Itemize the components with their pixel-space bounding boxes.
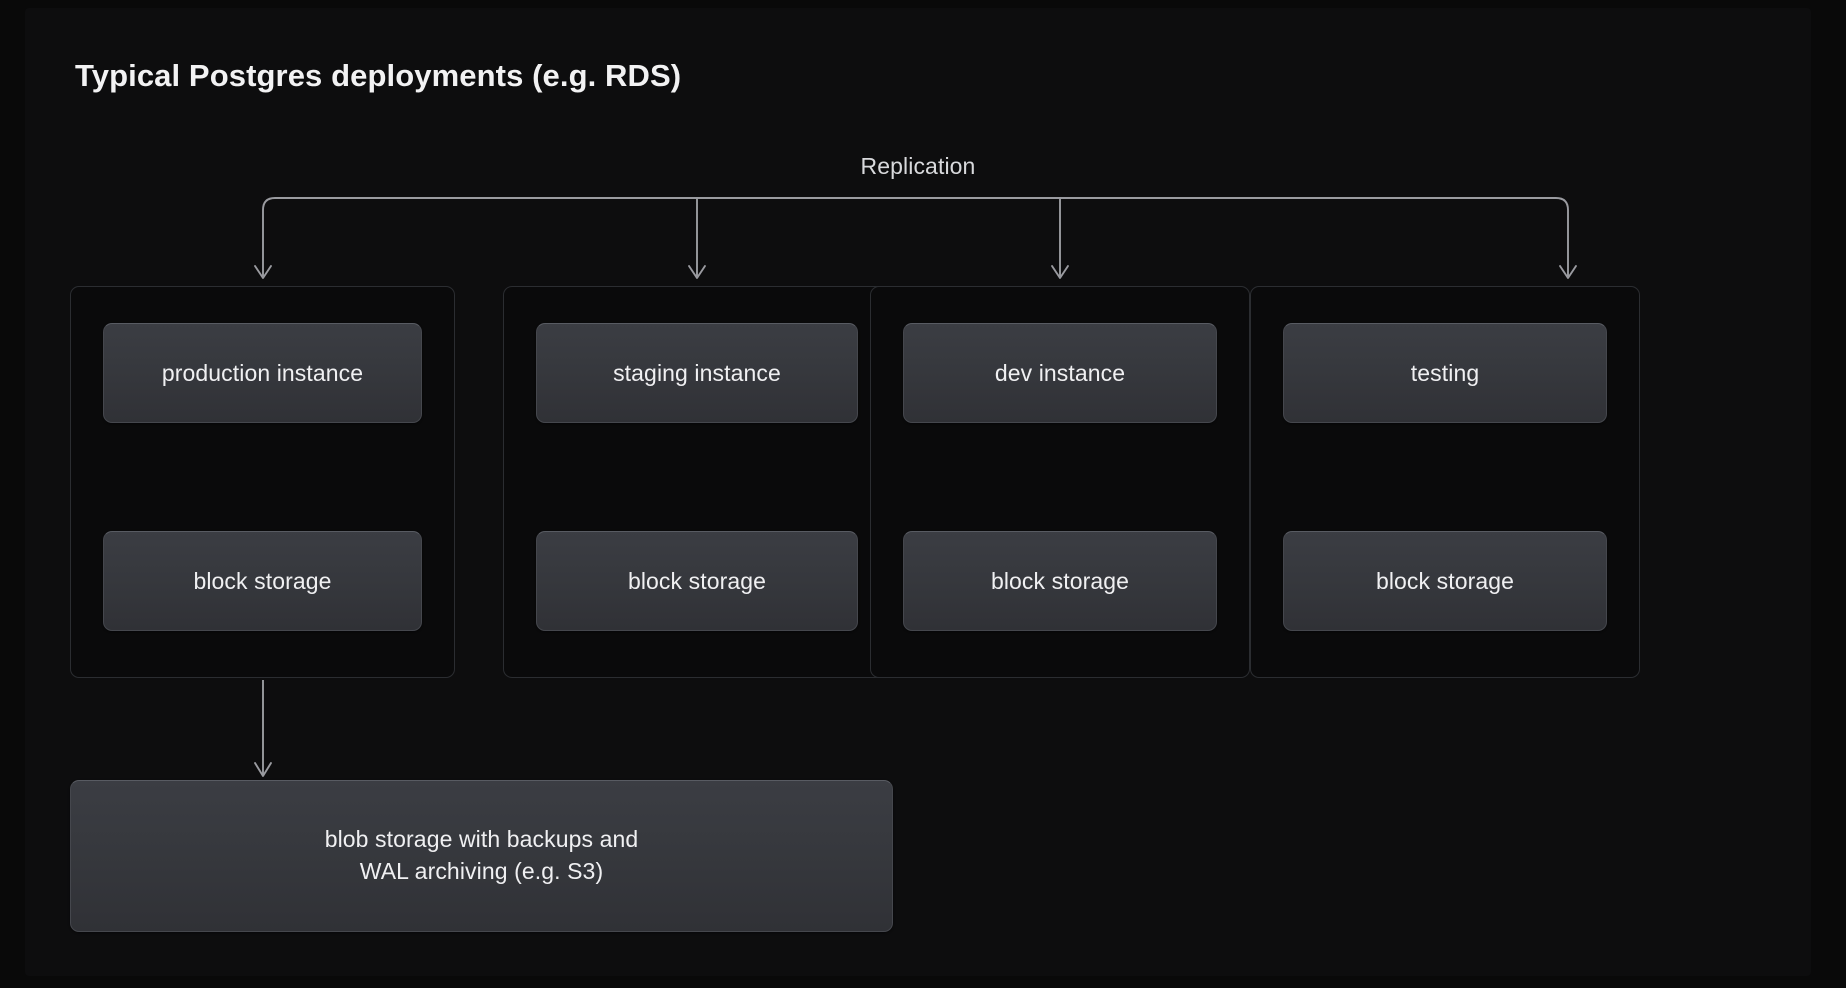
node-label: block storage — [193, 567, 332, 594]
replication-bus-connector — [254, 197, 1577, 279]
replication-label: Replication — [860, 153, 976, 179]
node-testing-block-storage[interactable]: block storage — [1283, 531, 1607, 631]
node-blob-storage[interactable]: blob storage with backups and WAL archiv… — [70, 780, 893, 932]
page-title: Typical Postgres deployments (e.g. RDS) — [75, 58, 682, 93]
node-label: block storage — [627, 567, 767, 594]
node-label: production instance — [161, 359, 364, 386]
node-production-instance[interactable]: production instance — [103, 323, 422, 423]
node-label: staging instance — [613, 359, 781, 386]
blob-storage-connector — [254, 680, 272, 777]
node-label: testing — [1410, 359, 1480, 386]
node-staging-block-storage[interactable]: block storage — [536, 531, 858, 631]
node-staging-instance[interactable]: staging instance — [536, 323, 858, 423]
node-dev-instance[interactable]: dev instance — [903, 323, 1217, 423]
node-production-block-storage[interactable]: block storage — [103, 531, 422, 631]
node-label: dev instance — [994, 359, 1126, 386]
env-group-production[interactable]: production instance block storage — [70, 286, 455, 678]
node-label: block storage — [1375, 567, 1515, 594]
env-group-dev[interactable]: dev instance block storage — [870, 286, 1250, 678]
node-label: blob storage with backups and WAL archiv… — [324, 826, 639, 884]
diagram-card: Typical Postgres deployments (e.g. RDS) … — [25, 8, 1811, 976]
node-label: block storage — [990, 567, 1130, 594]
node-testing-instance[interactable]: testing — [1283, 323, 1607, 423]
env-group-staging[interactable]: staging instance block storage — [503, 286, 891, 678]
env-group-testing[interactable]: testing block storage — [1250, 286, 1640, 678]
node-dev-block-storage[interactable]: block storage — [903, 531, 1217, 631]
